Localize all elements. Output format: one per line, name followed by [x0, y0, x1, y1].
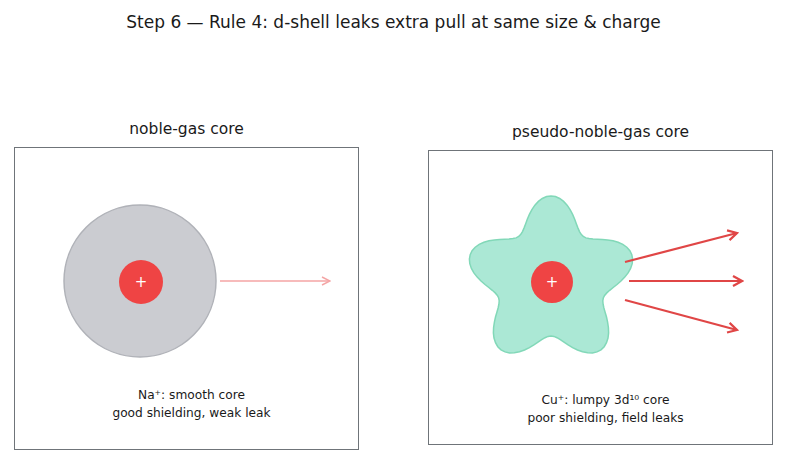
panel-box: pseudo-noble-gas coreCu⁺: lumpy 3d¹⁰ cor…	[428, 150, 773, 445]
panel-box: noble-gas coreNa⁺: smooth core good shie…	[14, 147, 359, 450]
core-caption: Na⁺: smooth core good shielding, weak le…	[20, 386, 363, 422]
d-shell-core	[469, 196, 632, 353]
nucleus-circle: +	[531, 261, 573, 303]
caption-line: Cu⁺: lumpy 3d¹⁰ core	[434, 391, 777, 409]
nucleus-circle: +	[119, 260, 163, 304]
core-caption: Cu⁺: lumpy 3d¹⁰ core poor shielding, fie…	[434, 391, 777, 427]
charge-sign: +	[135, 273, 148, 291]
charge-sign: +	[546, 273, 559, 291]
caption-line: Na⁺: smooth core	[20, 386, 363, 404]
field-arrow	[625, 300, 737, 330]
weak-field-arrow	[220, 280, 329, 282]
panel-heading: pseudo-noble-gas core	[429, 123, 772, 141]
caption-line: poor shielding, field leaks	[434, 409, 777, 427]
caption-line: good shielding, weak leak	[20, 404, 363, 422]
field-arrow	[629, 280, 742, 282]
noble-core	[64, 205, 216, 357]
diagram-title: Step 6 — Rule 4: d-shell leaks extra pul…	[0, 12, 787, 32]
field-arrow	[625, 233, 737, 262]
panel-heading: noble-gas core	[15, 120, 358, 138]
